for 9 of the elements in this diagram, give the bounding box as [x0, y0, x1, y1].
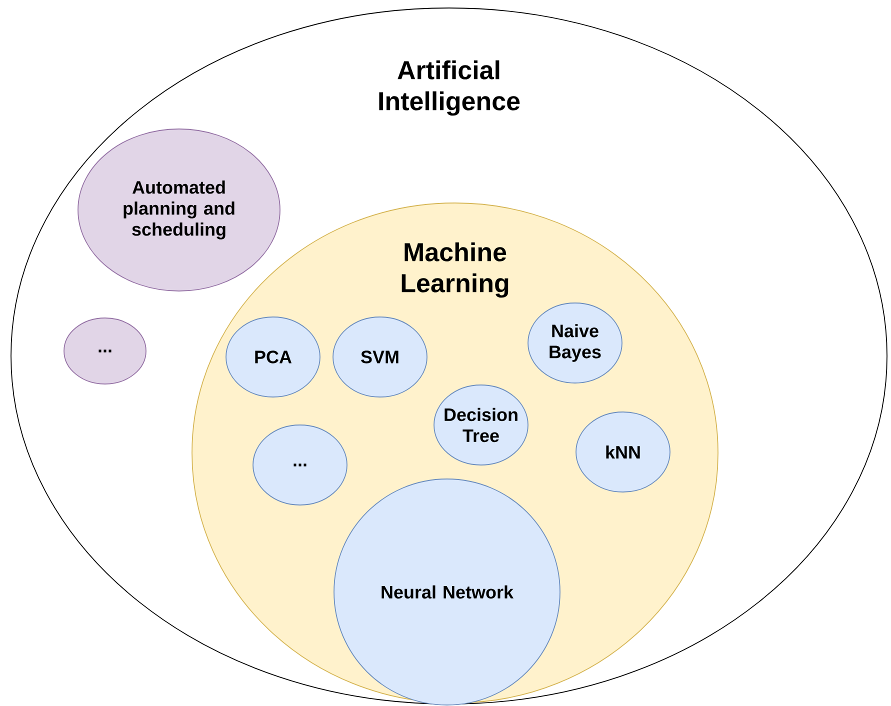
ellipse-node: Neural Network	[334, 478, 560, 706]
ellipse-node: SVM	[332, 316, 428, 398]
ellipse-node: PCA	[226, 316, 320, 398]
ellipse-node: Automated planning and scheduling	[78, 128, 280, 292]
ellipse-node: ...	[252, 424, 348, 506]
ellipse-node: Decision Tree	[434, 384, 528, 466]
ellipse-node: Naive Bayes	[528, 302, 622, 384]
ellipse-node: ...	[64, 318, 146, 384]
ellipse-node: kNN	[576, 412, 670, 492]
